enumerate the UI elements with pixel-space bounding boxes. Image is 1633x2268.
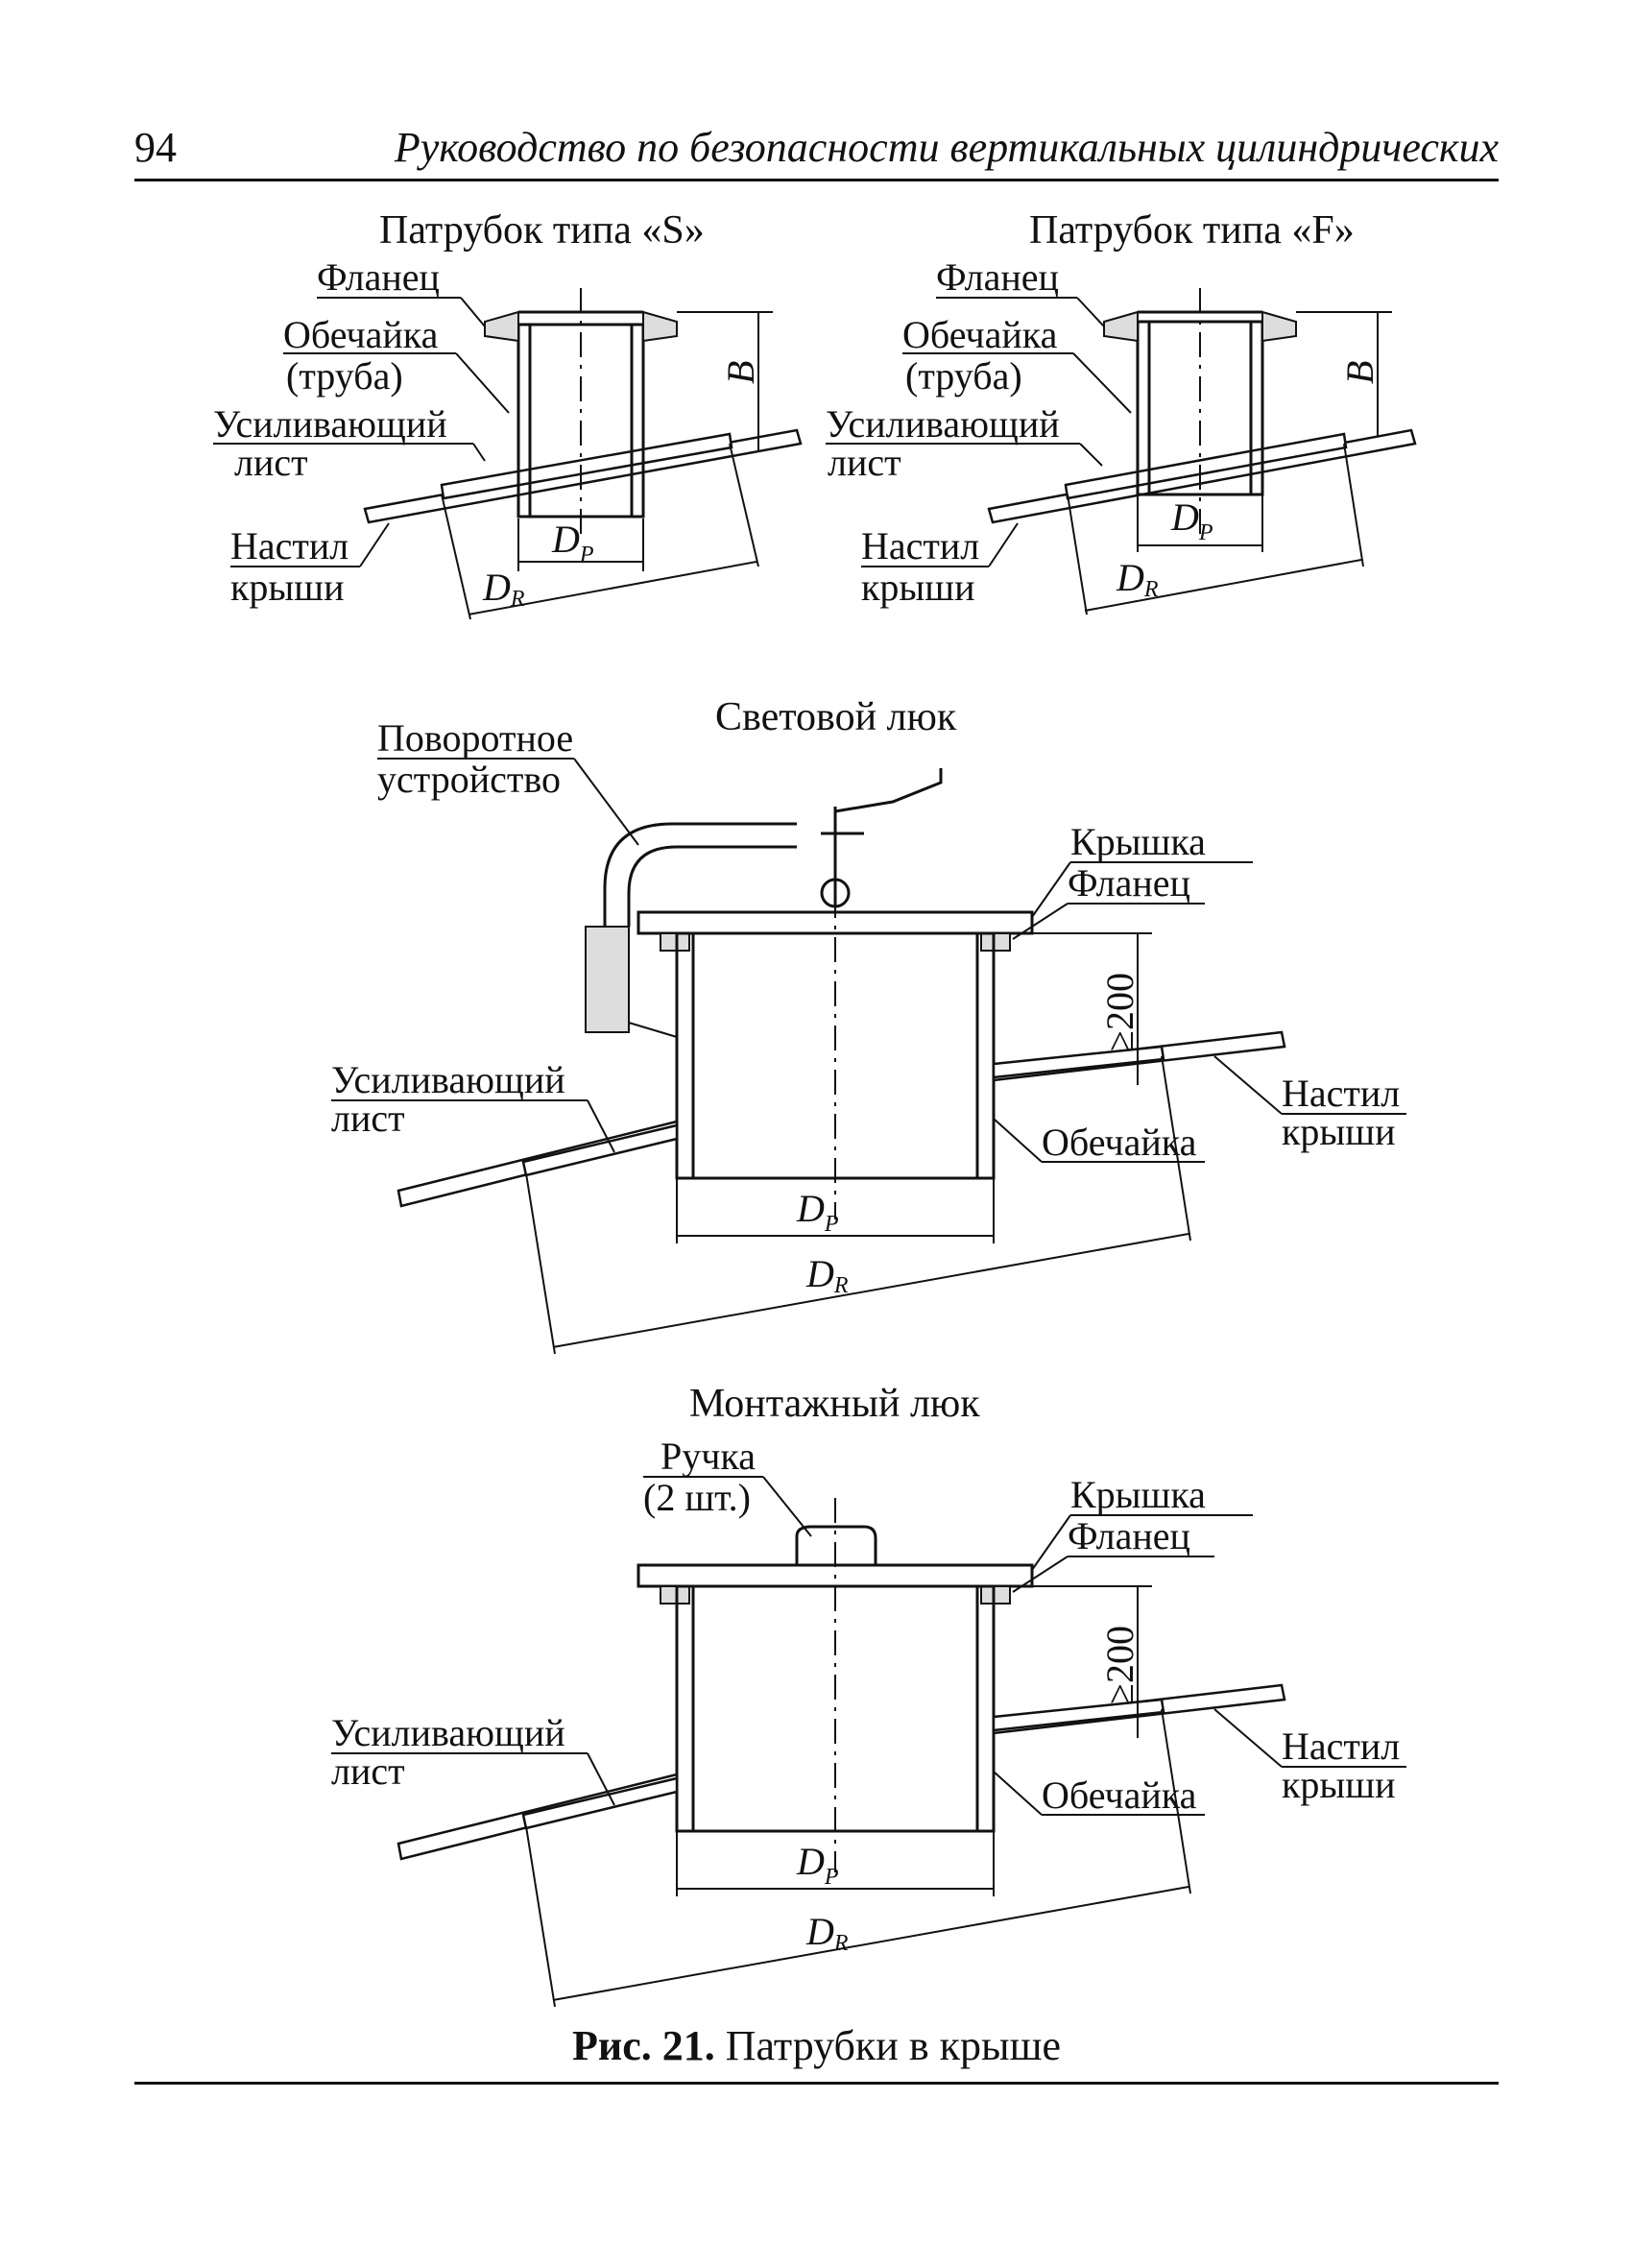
reinforcing-right: [992, 1045, 1165, 1079]
flange-right: [980, 932, 1011, 952]
reinforcing-label-2: лист: [331, 1097, 405, 1140]
caption-label: Рис. 21.: [572, 2022, 715, 2069]
flange-left: [660, 1585, 690, 1604]
roof-deck-label: Настил: [1282, 1725, 1400, 1768]
rotary-sleeve: [585, 926, 630, 1033]
figure-mount-hatch: Монтажный люк Ручка (2 шт.) Крышка Флане…: [331, 1382, 1406, 2008]
dim-b: B: [1338, 361, 1381, 384]
page-number: 94: [134, 124, 177, 171]
running-title: Руководство по безопасности вертикальных…: [394, 124, 1499, 171]
reinforcing-label-2: лист: [828, 441, 901, 484]
height-dim: ≥200: [1098, 1626, 1141, 1704]
dim-dp: DP: [1170, 495, 1213, 545]
roof-deck-label: Настил: [230, 524, 348, 567]
header-rule: [134, 179, 1499, 181]
dim-dr: DR: [482, 566, 525, 612]
rotary-arm: [603, 822, 797, 927]
reinforcing-label: Усиливающий: [213, 402, 447, 446]
figure-s-title: Патрубок типа «S»: [379, 208, 705, 253]
flange-label: Фланец: [317, 255, 440, 299]
flange-label: Фланец: [1068, 1514, 1190, 1557]
roof-deck-label: Настил: [1282, 1072, 1400, 1115]
dim-dr: DR: [1116, 556, 1159, 602]
dim-dp: DP: [551, 518, 594, 567]
reinforcing-plate: [440, 432, 733, 500]
footer-rule: [134, 2082, 1499, 2085]
cover-label: Крышка: [1070, 820, 1206, 863]
reinforcing-label: Усиливающий: [331, 1058, 565, 1101]
reinforcing-left: [521, 1776, 679, 1830]
flange-left: [484, 310, 519, 343]
flange-right: [642, 310, 678, 343]
figure-light-hatch: Световой люк Поворотное устройство Крышк…: [331, 695, 1406, 1355]
reinforcing-label: Усиливающий: [826, 402, 1060, 446]
dim-dp: DP: [796, 1840, 839, 1890]
roof-deck-label: Настил: [861, 524, 979, 567]
shell-label: Обечайка: [1042, 1773, 1197, 1817]
reinforcing-plate: [1064, 432, 1348, 500]
roof-deck-label-2: крыши: [1282, 1763, 1396, 1806]
roof-deck-label-2: крыши: [230, 566, 345, 609]
rotary-device-label: Поворотное: [377, 716, 573, 760]
cover-label: Крышка: [1070, 1473, 1206, 1516]
figure-f-title: Патрубок типа «F»: [1029, 208, 1355, 253]
figure-light-title: Световой люк: [715, 695, 957, 739]
flange-label: Фланец: [936, 255, 1059, 299]
dim-dp: DP: [796, 1187, 839, 1237]
shell-label-2: (труба): [286, 354, 403, 398]
caption-text: Патрубки в крыше: [725, 2022, 1061, 2069]
reinforcing-label-2: лист: [331, 1749, 405, 1793]
height-dim: ≥200: [1098, 973, 1141, 1051]
figure-f: Патрубок типа «F» Фланец Обечайка (труба…: [826, 208, 1417, 615]
dim-dr: DR: [805, 1910, 849, 1956]
flange-left: [660, 932, 690, 952]
rotary-device-label-2: устройство: [377, 758, 561, 801]
reinforcing-label-2: лист: [234, 441, 308, 484]
shell-label: Обечайка: [283, 313, 439, 356]
figure-caption: Рис. 21. Патрубки в крыше: [0, 2021, 1633, 2070]
handle-label-2: (2 шт.): [643, 1476, 751, 1519]
roof-deck-label-2: крыши: [1282, 1110, 1396, 1153]
dim-b: B: [719, 361, 762, 384]
flange-right: [1261, 310, 1297, 343]
handle-label: Ручка: [660, 1435, 756, 1478]
shell-label-2: (труба): [905, 354, 1022, 398]
figure-s: Патрубок типа «S» Фланец Обечайка (труба…: [213, 208, 803, 620]
shell-label: Обечайка: [1042, 1121, 1197, 1164]
flange-left: [1103, 310, 1139, 343]
reinforcing-left: [521, 1123, 679, 1177]
reinforcing-label: Усиливающий: [331, 1711, 565, 1754]
handle: [795, 1525, 877, 1565]
dim-dr: DR: [805, 1252, 849, 1298]
shell-label: Обечайка: [902, 313, 1058, 356]
flange-right: [980, 1585, 1011, 1604]
figure-mount-title: Монтажный люк: [689, 1382, 980, 1426]
flange-label: Фланец: [1068, 861, 1190, 905]
roof-deck-label-2: крыши: [861, 566, 975, 609]
reinforcing-right: [992, 1698, 1165, 1732]
